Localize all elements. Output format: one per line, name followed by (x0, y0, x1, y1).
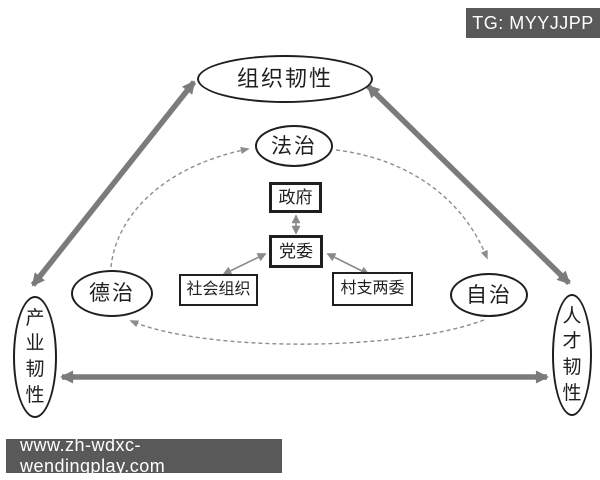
node-party-committee: 党委 (269, 235, 323, 268)
tg-watermark-label: TG: MYYJJPP (472, 12, 594, 33)
node-party-committee-label: 党委 (279, 242, 313, 261)
node-rule-of-law-label: 法治 (271, 134, 317, 158)
url-watermark-label: www.zh-wdxc-wendingplay.com (20, 435, 166, 476)
node-village-committees: 村支两委 (332, 272, 413, 306)
node-talent-resilience-label: 人才韧性 (562, 305, 582, 404)
node-autonomy-label: 自治 (466, 283, 512, 307)
node-social-org: 社会组织 (179, 274, 258, 306)
node-rule-of-virtue-label: 德治 (89, 282, 135, 305)
edge-org-talent-thick-arrow (366, 84, 571, 285)
node-industry-resilience: 产业韧性 (13, 296, 57, 418)
node-autonomy: 自治 (450, 273, 528, 317)
node-government-label: 政府 (278, 188, 313, 207)
node-industry-resilience-label: 产业韧性 (25, 307, 45, 406)
node-village-committees-label: 村支两委 (340, 280, 405, 297)
edge-org-industry-thick-arrow (30, 80, 197, 287)
url-watermark-bar: www.zh-wdxc-wendingplay.com (6, 435, 282, 476)
node-social-org-label: 社会组织 (186, 281, 251, 298)
node-rule-of-virtue: 德治 (71, 270, 153, 317)
node-org-resilience: 组织韧性 (197, 55, 373, 103)
node-government: 政府 (269, 182, 322, 213)
tg-watermark-badge: TG: MYYJJPP (466, 8, 600, 38)
node-rule-of-law: 法治 (255, 125, 333, 167)
node-talent-resilience: 人才韧性 (552, 294, 592, 416)
edge-party-social-org-arrow (222, 253, 267, 275)
edge-party-village-committees-arrow (326, 253, 370, 275)
edge-virtue-law-dashed-arrow (110, 146, 250, 268)
edge-law-autonomy-dashed-arrow (335, 149, 488, 260)
edge-autonomy-virtue-dashed-arrow (129, 319, 485, 345)
node-org-resilience-label: 组织韧性 (236, 66, 333, 91)
